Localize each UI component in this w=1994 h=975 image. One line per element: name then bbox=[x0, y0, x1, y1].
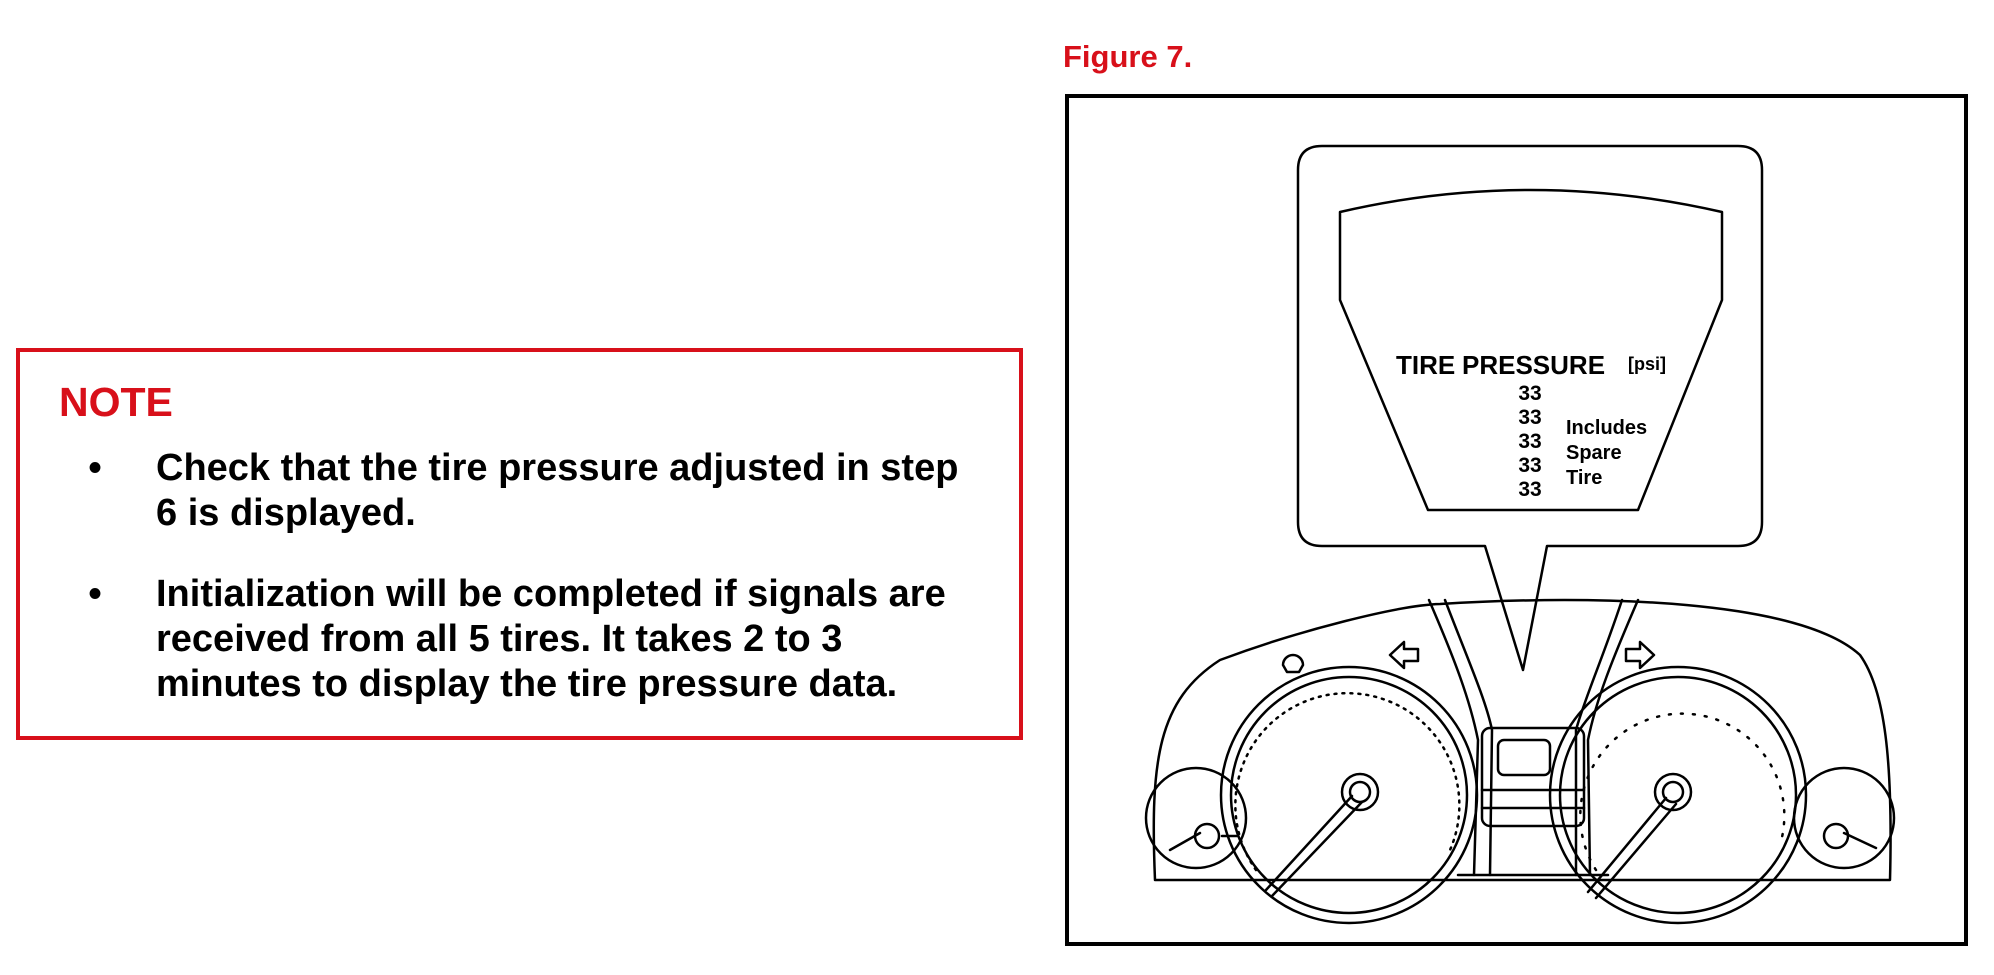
right-gauge-hub-inner bbox=[1661, 780, 1685, 804]
center-bezel bbox=[1427, 598, 1640, 877]
cluster-housing bbox=[1152, 598, 1892, 882]
display-unit: [psi] bbox=[1628, 354, 1666, 374]
center-bezel-inner bbox=[1443, 598, 1624, 877]
right-gauge-ring bbox=[1558, 675, 1798, 915]
left-gauge-needle bbox=[1264, 794, 1364, 898]
bullet-icon: • bbox=[88, 573, 102, 615]
center-panel bbox=[1480, 726, 1586, 828]
pressure-value-4: 33 bbox=[1518, 454, 1541, 477]
left-gauge-hub-inner bbox=[1348, 780, 1372, 804]
note-item-text: Check that the tire pressure adjusted in… bbox=[156, 447, 959, 534]
spare-note-2: Spare bbox=[1566, 442, 1622, 464]
display-title-tire: TIRE bbox=[1396, 350, 1455, 380]
note-item-text: Initialization will be completed if sign… bbox=[156, 573, 946, 705]
pressure-value-2: 33 bbox=[1518, 406, 1541, 429]
pressure-value-5: 33 bbox=[1518, 478, 1541, 501]
figure-frame bbox=[1065, 94, 1968, 946]
left-gauge-outer bbox=[1219, 665, 1479, 925]
callout-bubble bbox=[1296, 144, 1764, 672]
center-indicator bbox=[1496, 738, 1552, 777]
small-right-gauge-hub bbox=[1822, 822, 1850, 850]
spare-note-1: Includes bbox=[1566, 417, 1647, 439]
note-box: NOTE • Check that the tire pressure adju… bbox=[16, 348, 1023, 740]
note-list: • Check that the tire pressure adjusted … bbox=[80, 446, 980, 743]
tpms-icon bbox=[1281, 653, 1305, 674]
right-gauge-hub bbox=[1653, 772, 1693, 812]
small-right-gauge bbox=[1792, 766, 1896, 870]
pressure-value-3: 33 bbox=[1518, 430, 1541, 453]
pressure-value-1: 33 bbox=[1518, 382, 1541, 405]
display-title-pressure: PRESSURE bbox=[1462, 350, 1605, 380]
small-left-gauge-hub bbox=[1193, 822, 1221, 850]
left-gauge-ticks bbox=[1234, 691, 1461, 872]
right-gauge-needle bbox=[1586, 796, 1678, 900]
right-gauge-ticks bbox=[1579, 712, 1786, 872]
right-gauge-outer bbox=[1548, 665, 1808, 925]
left-gauge-ring bbox=[1229, 675, 1469, 915]
left-turn-arrow-icon bbox=[1388, 640, 1420, 670]
spare-note-3: Tire bbox=[1566, 467, 1602, 489]
note-title: NOTE bbox=[59, 379, 173, 425]
small-left-gauge bbox=[1144, 766, 1248, 870]
center-lines bbox=[1480, 788, 1586, 810]
bullet-icon: • bbox=[88, 447, 102, 489]
right-turn-arrow-icon bbox=[1624, 640, 1656, 670]
small-right-gauge-needle bbox=[1842, 831, 1878, 850]
small-left-gauge-needle bbox=[1168, 831, 1240, 852]
note-item-1: • Check that the tire pressure adjusted … bbox=[80, 446, 980, 536]
figure-label: Figure 7. bbox=[1063, 39, 1193, 74]
left-gauge-hub bbox=[1340, 772, 1380, 812]
note-item-2: • Initialization will be completed if si… bbox=[80, 572, 980, 707]
display-screen bbox=[1338, 188, 1724, 512]
